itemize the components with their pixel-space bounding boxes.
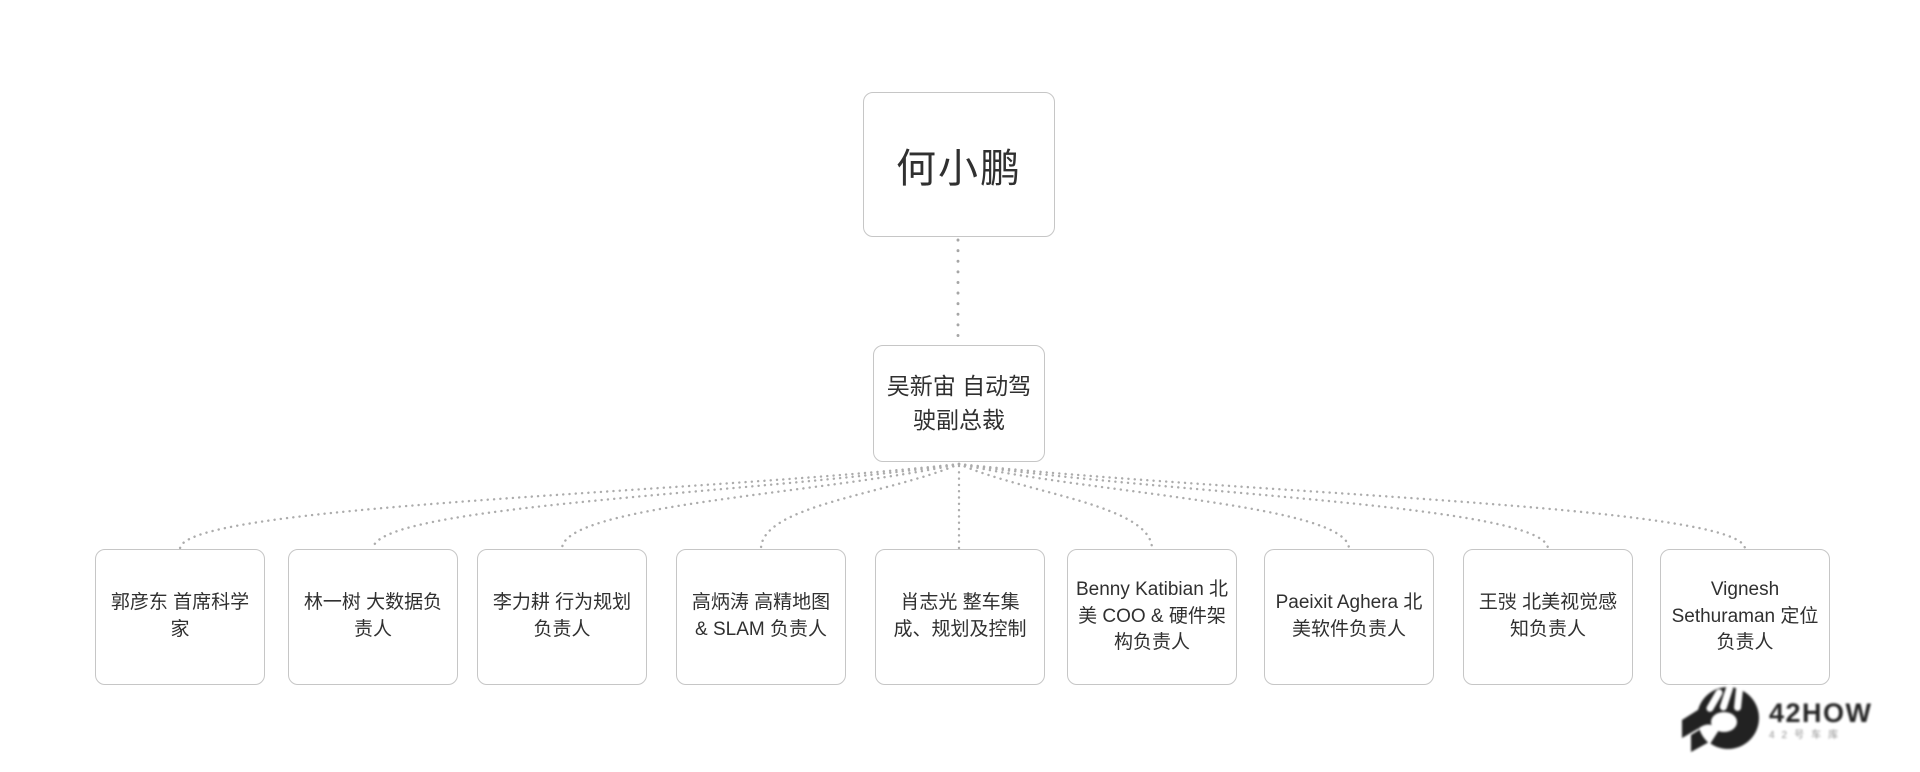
org-node-label: 郭彦东 首席科学家 xyxy=(110,592,250,640)
org-node-child-vignesh-sethuraman: Vignesh Sethuraman 定位负责人 xyxy=(1660,549,1830,685)
org-node-label: Benny Katibian 北美 COO & 硬件架构负责人 xyxy=(1075,578,1229,654)
org-node-child-xiaozhiguang: 肖志光 整车集成、规划及控制 xyxy=(875,549,1045,685)
org-node-child-guoyandong: 郭彦东 首席科学家 xyxy=(95,549,265,685)
connector-vp-to-child-7 xyxy=(957,462,1351,551)
org-node-label: 林一树 大数据负责人 xyxy=(303,592,443,640)
org-node-child-benny-katibian: Benny Katibian 北美 COO & 硬件架构负责人 xyxy=(1067,549,1237,685)
org-node-child-wangtao: 王弢 北美视觉感知负责人 xyxy=(1463,549,1633,685)
watermark-brand-subtext: 42号车库 xyxy=(1769,729,1846,741)
42how-fist-logo-icon xyxy=(1680,680,1760,761)
connector-vp-to-child-8 xyxy=(957,462,1550,551)
org-node-vp: 吴新宙 自动驾驶副总裁 xyxy=(873,345,1045,462)
org-node-label: 肖志光 整车集成、规划及控制 xyxy=(893,592,1027,640)
42how-watermark: 42HOW 42号车库 xyxy=(1680,680,1912,760)
connector-vp-to-child-6 xyxy=(957,462,1154,551)
org-node-child-gaobingtao: 高炳涛 高精地图 & SLAM 负责人 xyxy=(676,549,846,685)
connector-vp-to-child-3 xyxy=(560,462,961,551)
watermark-brand-text: 42HOW xyxy=(1769,697,1873,728)
org-node-label: 高炳涛 高精地图 & SLAM 负责人 xyxy=(691,592,831,640)
org-node-vp-label: 吴新宙 自动驾驶副总裁 xyxy=(886,373,1032,433)
org-node-label: 李力耕 行为规划负责人 xyxy=(492,592,632,640)
org-node-label: Vignesh Sethuraman 定位负责人 xyxy=(1671,578,1819,654)
org-node-label: 王弢 北美视觉感知负责人 xyxy=(1478,592,1618,640)
org-node-child-paeixit-aghera: Paeixit Aghera 北美软件负责人 xyxy=(1264,549,1434,685)
connector-vp-to-child-2 xyxy=(371,462,961,551)
org-node-child-linyishu: 林一树 大数据负责人 xyxy=(288,549,458,685)
watermark-text-block: 42HOW 42号车库 xyxy=(1769,697,1873,741)
org-node-label: Paeixit Aghera 北美软件负责人 xyxy=(1275,592,1423,640)
org-node-root-label: 何小鹏 xyxy=(896,146,1022,191)
org-node-root: 何小鹏 xyxy=(863,92,1055,237)
org-node-child-liligeng: 李力耕 行为规划负责人 xyxy=(477,549,647,685)
connector-vp-to-child-9 xyxy=(957,462,1747,551)
